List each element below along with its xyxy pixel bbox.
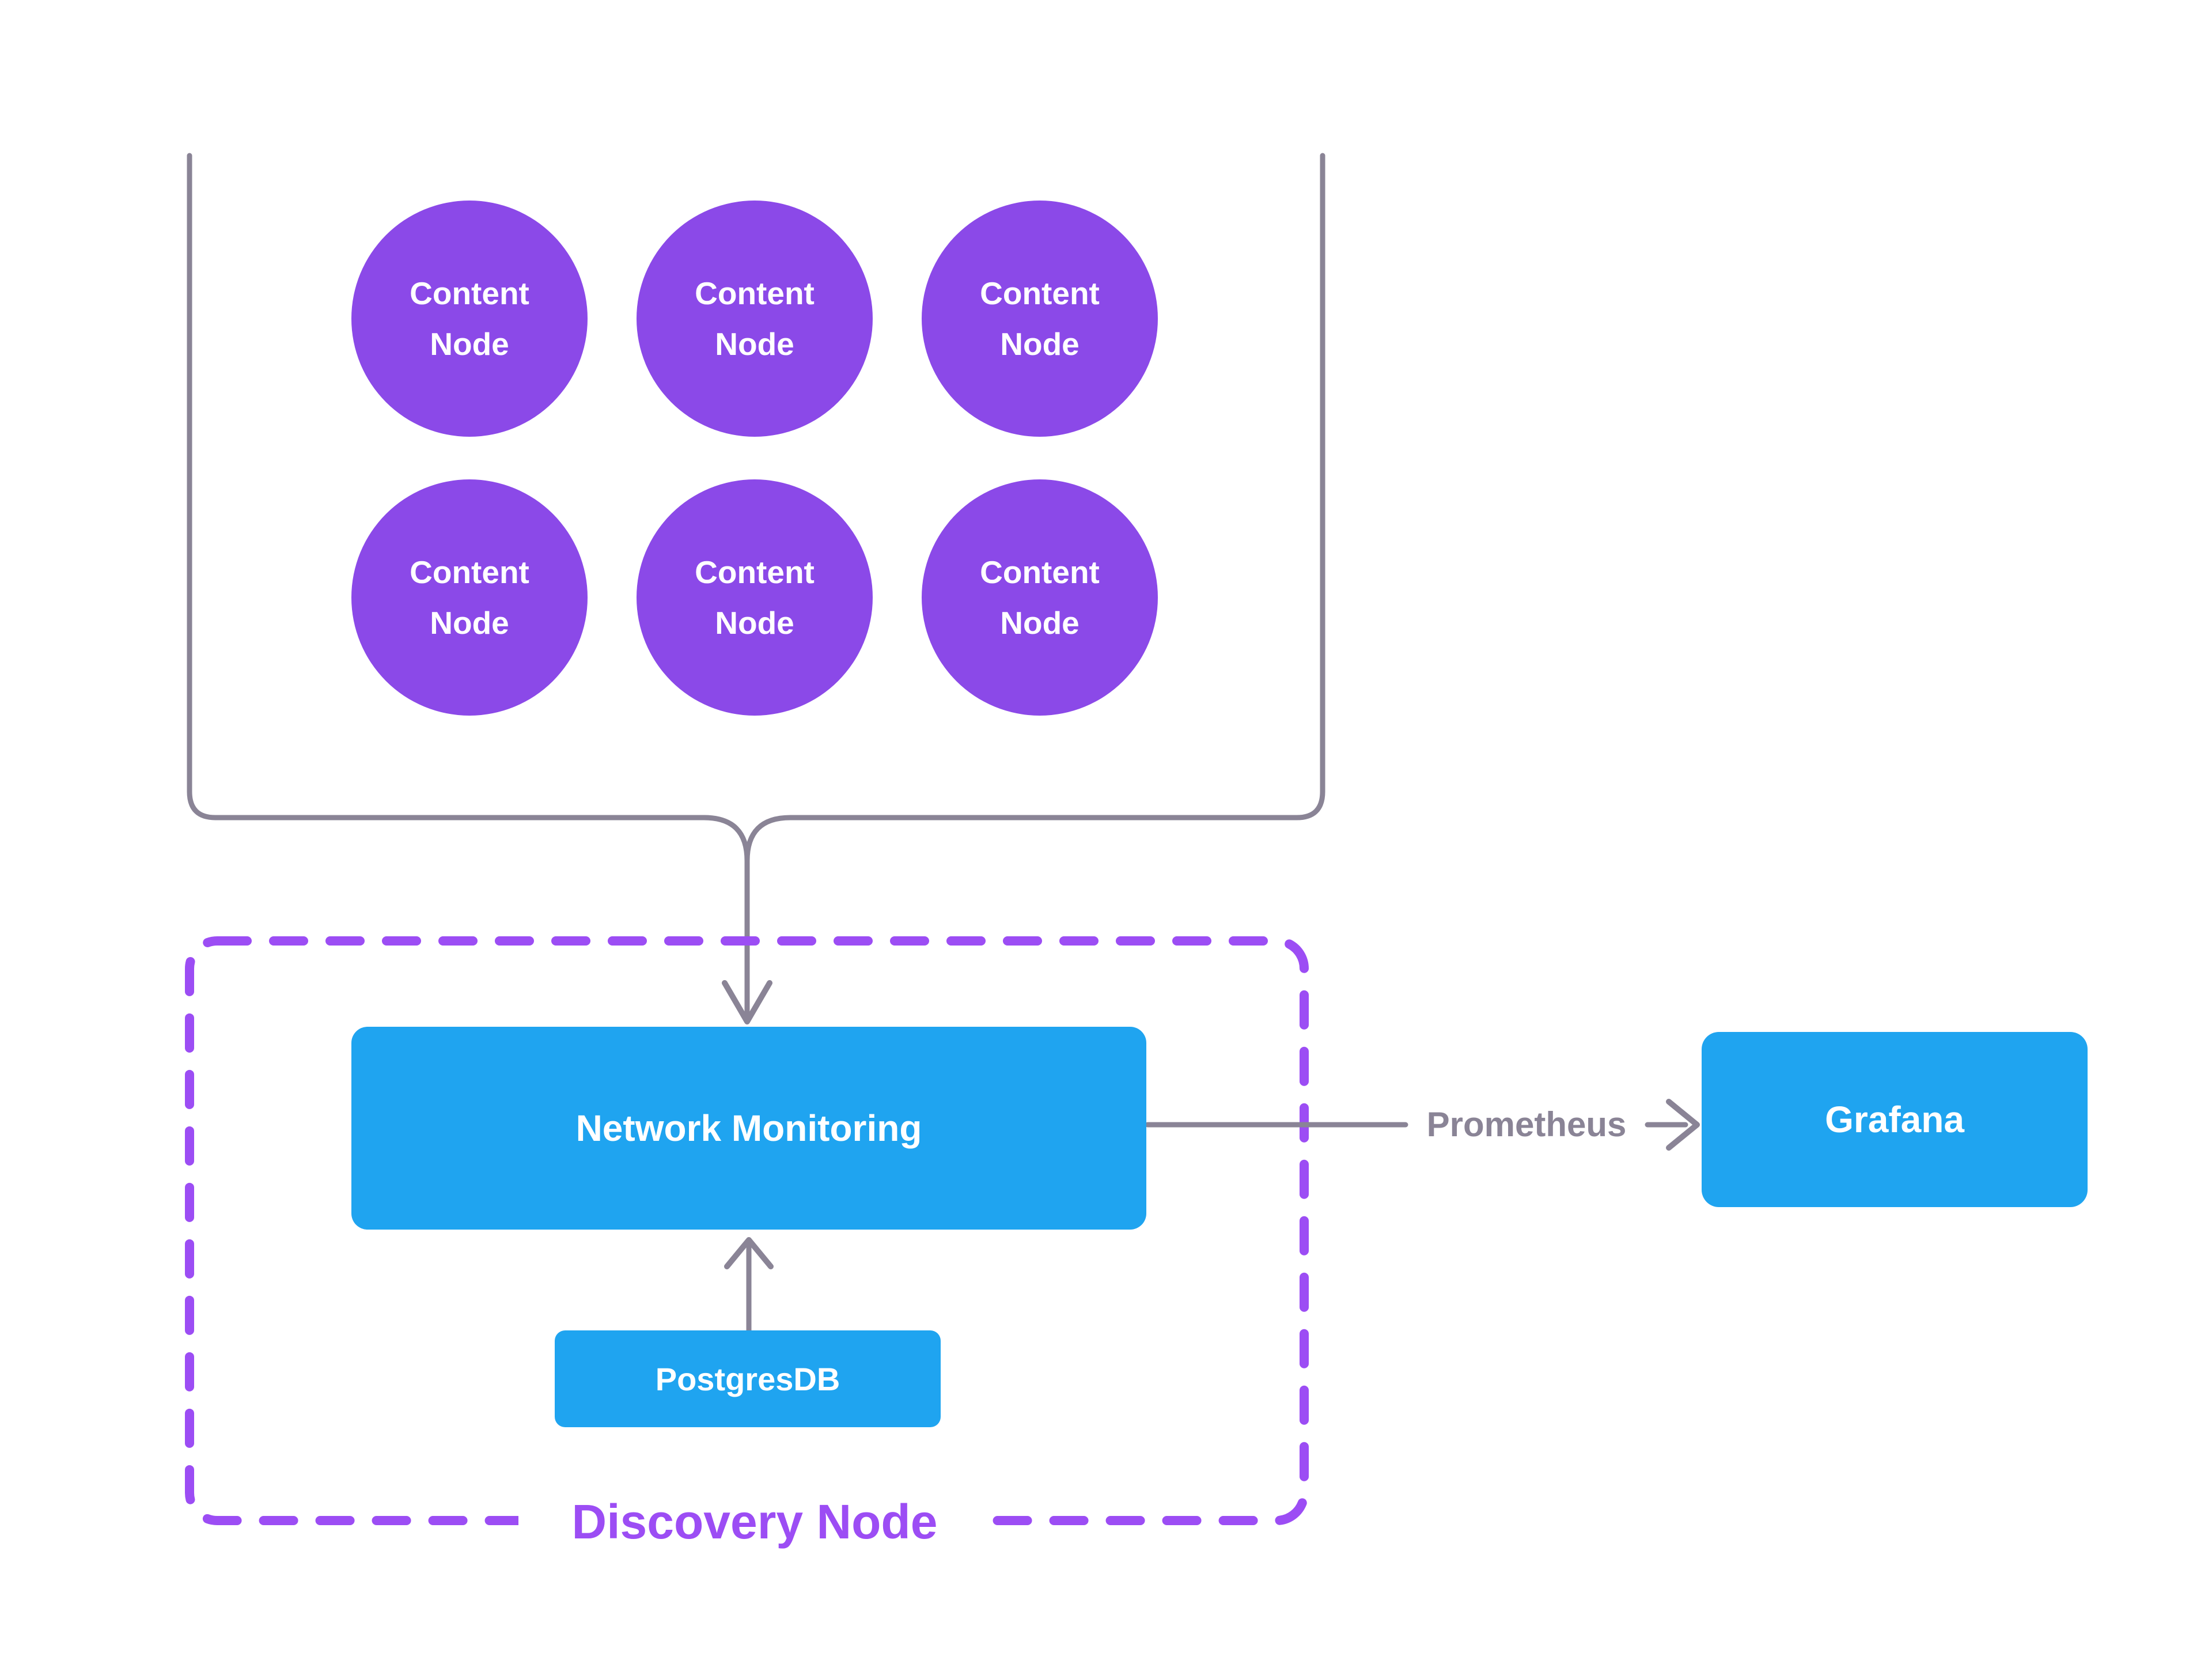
grafana-box: Grafana: [1702, 1032, 2088, 1207]
content-node-label-line2: Node: [1000, 326, 1080, 362]
content-node-label-line1: Content: [980, 275, 1100, 311]
content-node-label-line2: Node: [715, 605, 794, 641]
content-node-circle: Content Node: [922, 201, 1158, 437]
content-cluster-outline-left: [187, 153, 750, 1020]
content-node-label-line1: Content: [410, 554, 529, 590]
content-node-label-line2: Node: [715, 326, 794, 362]
content-node-label-line1: Content: [410, 275, 529, 311]
postgresdb-label: PostgresDB: [655, 1360, 840, 1397]
content-node-circle: Content Node: [922, 479, 1158, 716]
content-node-label-line1: Content: [980, 554, 1100, 590]
content-cluster-outline-right: [744, 153, 1325, 864]
arrow-right-icon: [1666, 1099, 1700, 1151]
content-node-circle: Content Node: [351, 479, 588, 716]
prometheus-connector-label: Prometheus: [1426, 1105, 1627, 1144]
content-node-circle: Content Node: [637, 479, 873, 716]
content-node-circle: Content Node: [351, 201, 588, 437]
grafana-label: Grafana: [1825, 1099, 1964, 1140]
arrow-up-icon: [724, 1237, 774, 1269]
discovery-node-label: Discovery Node: [518, 1489, 991, 1554]
content-node-label-line2: Node: [430, 605, 509, 641]
network-monitoring-box: Network Monitoring: [351, 1027, 1146, 1230]
content-node-label-line2: Node: [430, 326, 509, 362]
content-node-circle: Content Node: [637, 201, 873, 437]
postgresdb-box: PostgresDB: [555, 1330, 941, 1427]
network-monitoring-label: Network Monitoring: [575, 1107, 922, 1149]
content-node-label-line1: Content: [695, 554, 815, 590]
arrow-down-icon: [722, 980, 772, 1024]
content-node-label-line1: Content: [695, 275, 815, 311]
content-node-label-line2: Node: [1000, 605, 1080, 641]
